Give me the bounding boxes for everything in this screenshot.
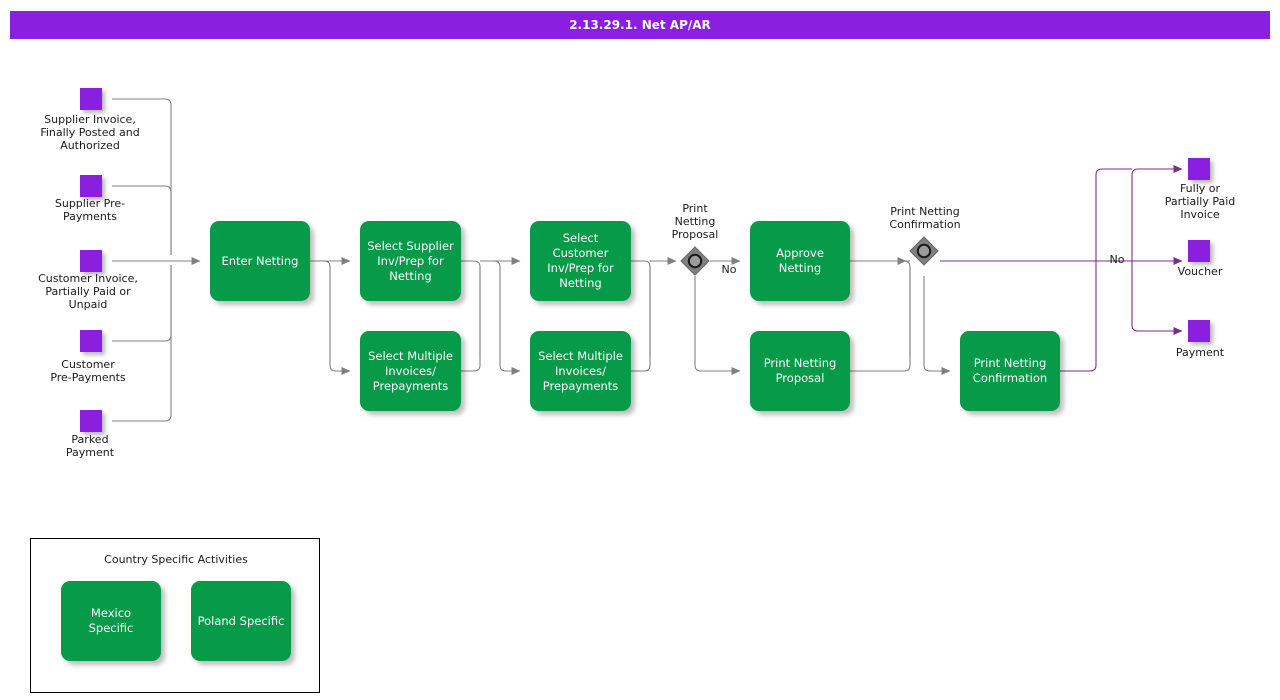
data-object-supplier-prepayments[interactable]	[80, 175, 102, 197]
activity-print-netting-proposal[interactable]: Print Netting Proposal	[750, 331, 850, 411]
data-object-customer-invoice[interactable]	[80, 250, 102, 272]
legend-item-poland-specific[interactable]: Poland Specific	[191, 581, 291, 661]
edge-label-no-proposal: No	[721, 263, 737, 276]
data-object-supplier-invoice[interactable]	[80, 88, 102, 110]
legend-country-specific-activities: Country Specific Activities Mexico Speci…	[30, 538, 320, 693]
gateway-label-print-netting-confirmation: Print Netting Confirmation	[889, 205, 961, 231]
data-object-payment[interactable]	[1188, 320, 1210, 342]
activity-approve-netting[interactable]: Approve Netting	[750, 221, 850, 301]
gateway-print-netting-proposal[interactable]	[680, 246, 710, 276]
activity-enter-netting[interactable]: Enter Netting	[210, 221, 310, 301]
activity-select-supplier-inv-prep[interactable]: Select Supplier Inv/Prep for Netting	[360, 221, 461, 301]
data-object-label-voucher: Voucher	[1177, 265, 1223, 278]
edge-label-no-confirmation: No	[1109, 253, 1125, 266]
data-object-label-supplier-invoice: Supplier Invoice, Finally Posted and Aut…	[40, 113, 140, 152]
data-object-label-payment: Payment	[1175, 346, 1225, 359]
data-object-label-supplier-prepayments: Supplier Pre- Payments	[54, 197, 126, 223]
gateway-label-print-netting-proposal: Print Netting Proposal	[671, 202, 719, 241]
gateway-print-netting-confirmation[interactable]	[909, 236, 939, 266]
data-object-fully-partially-paid-invoice[interactable]	[1188, 158, 1210, 180]
legend-item-mexico-specific[interactable]: Mexico Specific	[61, 581, 161, 661]
data-object-label-customer-prepayments: Customer Pre-Payments	[50, 358, 126, 384]
data-object-parked-payment[interactable]	[80, 410, 102, 432]
page-title: 2.13.29.1. Net AP/AR	[10, 11, 1270, 39]
activity-select-multiple-invoices-customer[interactable]: Select Multiple Invoices/ Prepayments	[530, 331, 631, 411]
data-object-label-customer-invoice: Customer Invoice, Partially Paid or Unpa…	[38, 272, 138, 311]
legend-title: Country Specific Activities	[104, 553, 248, 566]
data-object-customer-prepayments[interactable]	[80, 330, 102, 352]
activity-print-netting-confirmation[interactable]: Print Netting Confirmation	[960, 331, 1060, 411]
activity-select-customer-inv-prep[interactable]: Select Customer Inv/Prep for Netting	[530, 221, 631, 301]
data-object-voucher[interactable]	[1188, 240, 1210, 262]
activity-select-multiple-invoices-supplier[interactable]: Select Multiple Invoices/ Prepayments	[360, 331, 461, 411]
data-object-label-fully-partially-paid-invoice: Fully or Partially Paid Invoice	[1164, 182, 1236, 221]
data-object-label-parked-payment: Parked Payment	[65, 433, 115, 459]
